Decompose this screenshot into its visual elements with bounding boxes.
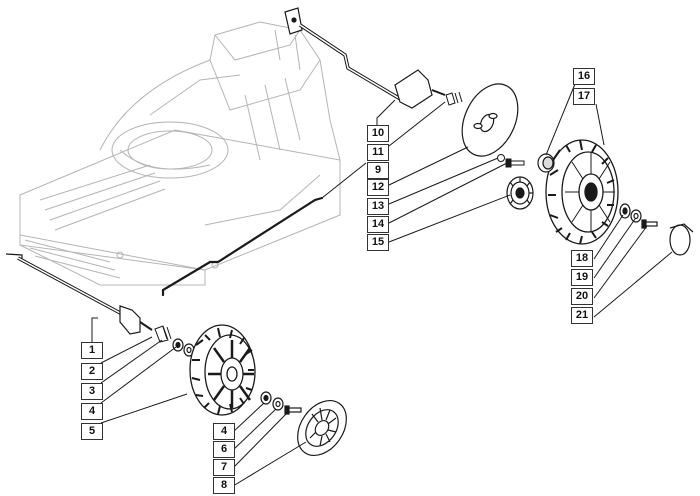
front-hub-cap xyxy=(297,400,347,456)
front-right-hardware xyxy=(260,391,302,415)
callout-1: 1 xyxy=(81,342,103,359)
rear-wheel-right xyxy=(545,139,619,245)
callout-12: 12 xyxy=(367,179,389,196)
callout-20: 20 xyxy=(571,288,593,305)
callout-15: 15 xyxy=(367,234,389,251)
callout-19: 19 xyxy=(571,269,593,286)
front-axle-lever xyxy=(5,253,153,335)
rear-spring xyxy=(445,91,463,106)
bolt-13 xyxy=(505,158,525,168)
callout-2: 2 xyxy=(81,363,103,380)
callout-5: 5 xyxy=(81,423,103,440)
rear-hub-cap xyxy=(461,83,519,157)
rear-axle-lever xyxy=(284,7,446,109)
washer-12 xyxy=(497,154,505,162)
rear-right-hardware xyxy=(619,203,694,256)
callout-11: 11 xyxy=(367,144,389,161)
callout-3: 3 xyxy=(81,383,103,400)
front-left-washers xyxy=(172,338,195,357)
callout-17: 17 xyxy=(573,88,595,105)
callout-18: 18 xyxy=(571,250,593,267)
front-wheel xyxy=(189,324,256,416)
callout-14: 14 xyxy=(367,216,389,233)
height-adjust-cable xyxy=(161,196,324,297)
callout-7: 7 xyxy=(213,459,235,476)
callout-13: 13 xyxy=(367,198,389,215)
callout-4b: 4 xyxy=(213,423,235,440)
callout-16: 16 xyxy=(573,68,595,85)
bushing-16 xyxy=(537,153,555,173)
callout-10: 10 xyxy=(367,125,389,142)
callout-21: 21 xyxy=(571,307,593,324)
mower-deck xyxy=(19,21,341,286)
callout-9: 9 xyxy=(367,162,389,179)
drive-pinion-14 xyxy=(506,176,534,210)
leader-lines xyxy=(91,83,673,487)
callout-8: 8 xyxy=(213,477,235,494)
callout-4a: 4 xyxy=(81,403,103,420)
front-spring xyxy=(154,325,172,343)
callout-6: 6 xyxy=(213,441,235,458)
